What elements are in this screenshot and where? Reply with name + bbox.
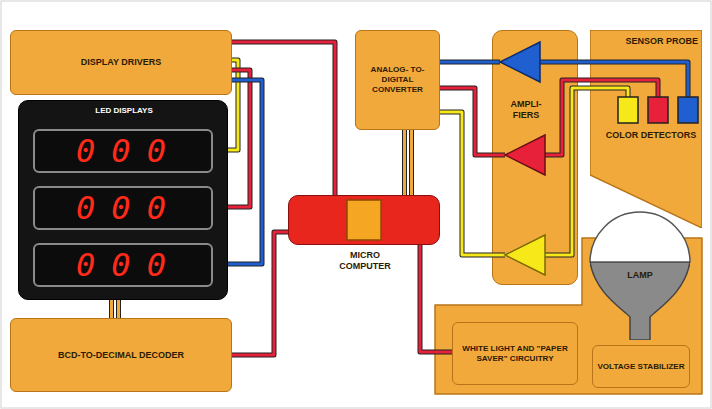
node-label: AMPLI- FIERS [497,99,555,121]
wire-stroke [232,232,288,355]
wire-connector [578,62,590,63]
node-label: 000 [60,192,186,224]
node-label: VOLTAGE STABILIZER [593,362,688,372]
node-label: MICRO COMPUTER [325,250,405,272]
wire-connector [420,245,452,352]
wire-stroke [110,300,113,318]
wire-stroke [440,61,492,64]
wire-stroke [578,60,590,65]
process-box: DISPLAY DRIVERS [10,30,232,95]
wire-stroke [578,78,590,83]
wire-connector [440,62,492,63]
wire-stroke [440,112,492,255]
lamp-reflector: LAMP [590,262,690,340]
display-panel: LED DISPLAYS 000 000 000 [18,100,228,300]
wire-stroke [410,130,413,195]
node-sublabel: COLOR DETECTORS [604,130,698,141]
lamp-bulb-dome [590,212,690,262]
wire-stroke [578,79,590,82]
wire-stroke [440,60,492,65]
led-display: 000 [33,129,213,173]
wire-stroke [117,300,120,318]
microcomputer-box: MICRO COMPUTER [288,195,440,245]
wire-stroke [440,112,492,255]
wire-stroke [116,300,121,318]
wire-stroke [232,42,335,195]
wire-stroke [440,88,492,155]
wire-connector [578,88,590,89]
sensor-probe: SENSOR PROBE COLOR DETECTORS [590,30,702,228]
wire-stroke [420,245,452,352]
wire-stroke [578,87,590,90]
shape-outline [590,30,702,228]
wire-stroke [578,61,590,64]
shape-path [590,30,702,228]
node-label: ANALOG- TO-DIGITAL CONVERTER [356,65,439,94]
wire-stroke [232,42,335,195]
wire-stroke [232,232,288,355]
wire-stroke [578,86,590,91]
process-box: BCD-TO-DECIMAL DECODER [10,318,232,392]
node-label: 000 [60,135,186,167]
wire-connector [232,232,288,355]
node-label: WHITE LIGHT AND "PAPER SAVER" CIRCUITRY [453,344,577,363]
wire-connector [232,42,335,195]
led-display: 000 [33,243,213,287]
shape-path [590,262,690,340]
wire-stroke [420,245,452,352]
wire-connector [440,112,492,255]
process-box: ANALOG- TO-DIGITAL CONVERTER [355,30,440,130]
amplifier-column: AMPLI- FIERS [492,30,578,285]
node-label: LAMP [610,270,670,281]
wire-connector [578,80,590,81]
wire-connector [112,300,119,318]
wire-stroke [402,130,407,195]
wire-stroke [109,300,114,318]
wire-connector [405,130,412,195]
wire-connector [440,88,492,155]
node-label: LED DISPLAYS [19,106,229,116]
node-label: 000 [60,249,186,281]
wire-stroke [440,88,492,155]
node-label: SENSOR PROBE [594,36,698,47]
process-box: VOLTAGE STABILIZER [592,345,690,388]
wire-stroke [409,130,414,195]
node-label: DISPLAY DRIVERS [77,57,166,68]
led-display: 000 [33,186,213,230]
process-box: WHITE LIGHT AND "PAPER SAVER" CIRCUITRY [452,322,578,385]
node-label: BCD-TO-DECIMAL DECODER [54,350,188,361]
wire-stroke [403,130,406,195]
